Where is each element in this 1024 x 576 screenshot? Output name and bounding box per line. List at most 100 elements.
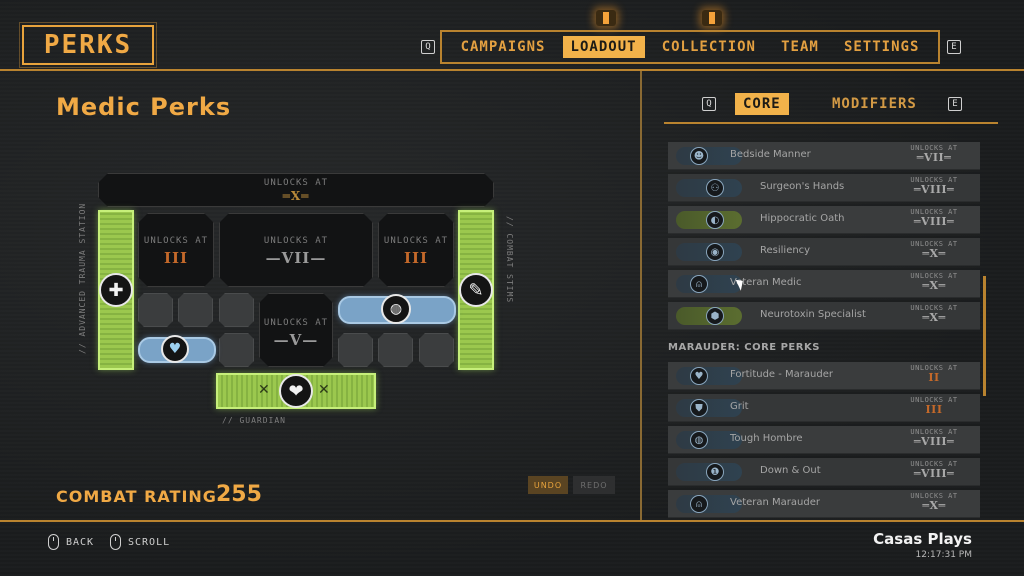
- perk-icon-pill: ☻: [676, 147, 742, 165]
- tabs-divider: [664, 122, 998, 124]
- tab-loadout[interactable]: LOADOUT: [562, 36, 645, 58]
- unlock-label: UNLOCKS AT: [143, 236, 209, 246]
- mouse-icon: [48, 534, 59, 550]
- unlock-rank: III: [163, 249, 189, 267]
- perk-name: Grit: [730, 401, 749, 412]
- heart-icon: ♥: [161, 335, 189, 363]
- empty-perk-slot[interactable]: [419, 333, 454, 367]
- perk-badge-icon: ◍: [690, 431, 708, 449]
- perk-tree-title: Medic Perks: [56, 93, 232, 121]
- side-label-right: // COMBAT STIMS: [505, 216, 514, 304]
- header-divider: [0, 69, 1024, 71]
- perk-icon-pill: ⍝: [676, 495, 742, 513]
- empty-perk-slot[interactable]: [338, 333, 373, 367]
- empty-perk-slot[interactable]: [178, 293, 213, 327]
- perk-badge-icon: ♥: [690, 367, 708, 385]
- unlock-label: UNLOCKS AT: [910, 364, 958, 372]
- perk-row[interactable]: ⚇ Surgeon's Hands UNLOCKS AT═VIII═: [668, 174, 980, 202]
- left-perk-node[interactable]: ✚: [99, 273, 133, 307]
- scroll-hint: SCROLL: [128, 537, 171, 548]
- perk-name: Veteran Marauder: [730, 497, 820, 508]
- perk-icon-pill: ⚇: [676, 179, 742, 197]
- unlock-rank: ═X═: [922, 311, 946, 324]
- empty-perk-slot[interactable]: [219, 333, 254, 367]
- perk-badge-icon: ⬢: [706, 307, 724, 325]
- unlock-label: UNLOCKS AT: [910, 460, 958, 468]
- plus-cross-icon: ✚: [99, 273, 133, 307]
- unlock-label: UNLOCKS AT: [910, 428, 958, 436]
- perk-unlock-info: UNLOCKS AT═VIII═: [902, 428, 966, 448]
- tab-settings[interactable]: SETTINGS: [843, 39, 920, 55]
- perk-unlock-info: UNLOCKS AT═VIII═: [902, 176, 966, 196]
- empty-perk-slot[interactable]: [219, 293, 254, 327]
- unlock-rank: ═X═: [922, 279, 946, 292]
- footer-divider: [0, 520, 1024, 522]
- unlock-label: UNLOCKS AT: [263, 236, 329, 246]
- right-perk-node[interactable]: ✎: [459, 273, 493, 307]
- unlock-label: UNLOCKS AT: [910, 272, 958, 280]
- key-q-hint[interactable]: Q: [702, 97, 716, 111]
- locked-perk-slot-center[interactable]: UNLOCKS AT —V—: [259, 293, 333, 367]
- mouse-scroll-icon: [110, 534, 121, 550]
- tab-modifiers[interactable]: MODIFIERS: [832, 96, 917, 112]
- perk-name: Surgeon's Hands: [760, 181, 845, 192]
- locked-perk-slot[interactable]: UNLOCKS AT III: [138, 213, 214, 287]
- perk-unlock-info: UNLOCKS AT═VIII═: [902, 460, 966, 480]
- perk-icon-pill: ⬢: [676, 307, 742, 325]
- perk-icon-pill: ❶: [676, 463, 742, 481]
- unlock-rank: II: [928, 371, 940, 384]
- perk-icon-pill: ◉: [676, 243, 742, 261]
- locked-perk-slot[interactable]: UNLOCKS AT —VII—: [219, 213, 373, 287]
- tab-collection[interactable]: COLLECTION: [661, 39, 756, 55]
- perk-badge-icon: ❶: [706, 463, 724, 481]
- key-e-hint[interactable]: E: [948, 97, 962, 111]
- lamp-decoration: [596, 10, 616, 26]
- unlock-label: UNLOCKS AT: [263, 318, 329, 328]
- striped-orb-icon: ◍: [381, 294, 411, 324]
- unlock-rank: —V—: [273, 331, 319, 349]
- perk-name: Tough Hombre: [730, 433, 803, 444]
- empty-perk-slot[interactable]: [138, 293, 173, 327]
- perk-badge-icon: ⚇: [706, 179, 724, 197]
- perk-row[interactable]: ⬢ Neurotoxin Specialist UNLOCKS AT═X═: [668, 302, 980, 330]
- key-e-hint[interactable]: E: [947, 40, 961, 54]
- unlock-label: UNLOCKS AT: [910, 304, 958, 312]
- back-hint[interactable]: BACK: [66, 537, 95, 548]
- perk-badge-icon: ◐: [706, 211, 724, 229]
- empty-perk-slot[interactable]: [378, 333, 413, 367]
- bottom-label: // GUARDIAN: [222, 416, 286, 425]
- locked-perk-slot-top[interactable]: UNLOCKS AT ═X═: [98, 173, 494, 207]
- unlock-label: UNLOCKS AT: [910, 176, 958, 184]
- unlock-rank: III: [403, 249, 429, 267]
- undo-button[interactable]: UNDO: [528, 476, 568, 494]
- perk-row[interactable]: ◍ Tough Hombre UNLOCKS AT═VIII═: [668, 426, 980, 454]
- perk-badge-icon: ◉: [706, 243, 724, 261]
- tab-campaigns[interactable]: CAMPAIGNS: [460, 39, 546, 55]
- tab-team[interactable]: TEAM: [781, 39, 819, 55]
- locked-perk-slot[interactable]: UNLOCKS AT III: [378, 213, 454, 287]
- unlock-label: UNLOCKS AT: [910, 396, 958, 404]
- lamp-decoration: [702, 10, 722, 26]
- unlock-label: UNLOCKS AT: [910, 208, 958, 216]
- perk-list-scrollbar[interactable]: [983, 276, 986, 396]
- unlock-rank: ═VIII═: [913, 467, 955, 480]
- combat-rating-value: 255: [216, 482, 262, 507]
- syringe-icon: ✎: [459, 273, 493, 307]
- perk-icon-pill: ⍝: [676, 275, 742, 293]
- tab-core[interactable]: CORE: [735, 93, 789, 115]
- unlock-label: UNLOCKS AT: [263, 178, 329, 188]
- perk-name: Resiliency: [760, 245, 811, 256]
- redo-button[interactable]: REDO: [573, 476, 615, 494]
- perk-name: Neurotoxin Specialist: [760, 309, 866, 320]
- unlock-label: UNLOCKS AT: [910, 492, 958, 500]
- key-q-hint[interactable]: Q: [421, 40, 435, 54]
